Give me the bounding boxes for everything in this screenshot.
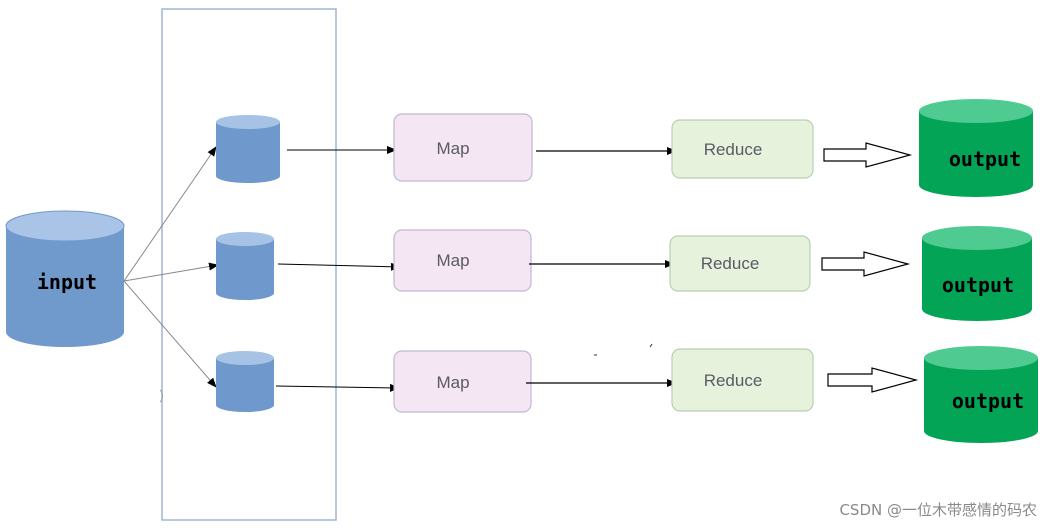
input-db-top [5,210,125,242]
reduce-label-1: Reduce [704,140,763,159]
split-database-1 [216,115,280,183]
reduce-node-1 [671,119,814,179]
output-db-2-top [922,226,1032,250]
output-db-3-top [924,346,1038,370]
map-label-2: Map [436,251,469,270]
edge-input-split-1 [123,146,217,282]
map-node-3 [393,350,532,413]
output-database-2: output [922,226,1032,321]
map-node-2 [393,229,532,292]
hollow-arrow-2 [821,251,911,277]
map-node-1 [393,113,533,182]
edge-split-map-2 [277,262,401,271]
split-database-2 [216,232,274,300]
input-label: input [37,270,97,294]
edge-input-split-2 [123,262,219,282]
input-db-body [6,226,124,347]
map-label-3: Map [436,373,469,392]
map-label-1: Map [436,139,469,158]
edge-split-map-3 [275,383,400,392]
output-db-3-body [924,358,1038,443]
output-db-1-body [919,111,1033,197]
output-label-1: output [949,147,1021,171]
output-database-3: output [924,346,1038,443]
small-arc-artifact [159,389,163,403]
output-label-3: output [952,389,1024,413]
watermark-text: CSDN @一位木带感情的码农 [839,501,1037,519]
edge-input-split-3 [123,280,217,388]
output-db-1-top [919,99,1033,123]
split-db-1-top [216,115,280,129]
split-db-3-body [216,358,274,412]
hollow-arrow-3 [827,367,919,393]
input-database: input [5,210,125,347]
hollow-arrow-1 [823,142,913,168]
split-db-3-top [216,351,274,365]
stray-mark-2 [649,343,653,348]
split-database-3 [216,351,274,412]
reduce-label-2: Reduce [701,254,760,273]
split-container [161,8,337,521]
reduce-label-3: Reduce [704,371,763,390]
output-label-2: output [942,273,1014,297]
split-db-2-top [216,232,274,246]
split-db-1-body [216,122,280,183]
output-db-2-body [922,238,1032,321]
output-database-1: output [919,99,1033,197]
split-db-2-body [216,239,274,300]
reduce-node-2 [669,235,811,292]
reduce-node-3 [671,348,814,412]
